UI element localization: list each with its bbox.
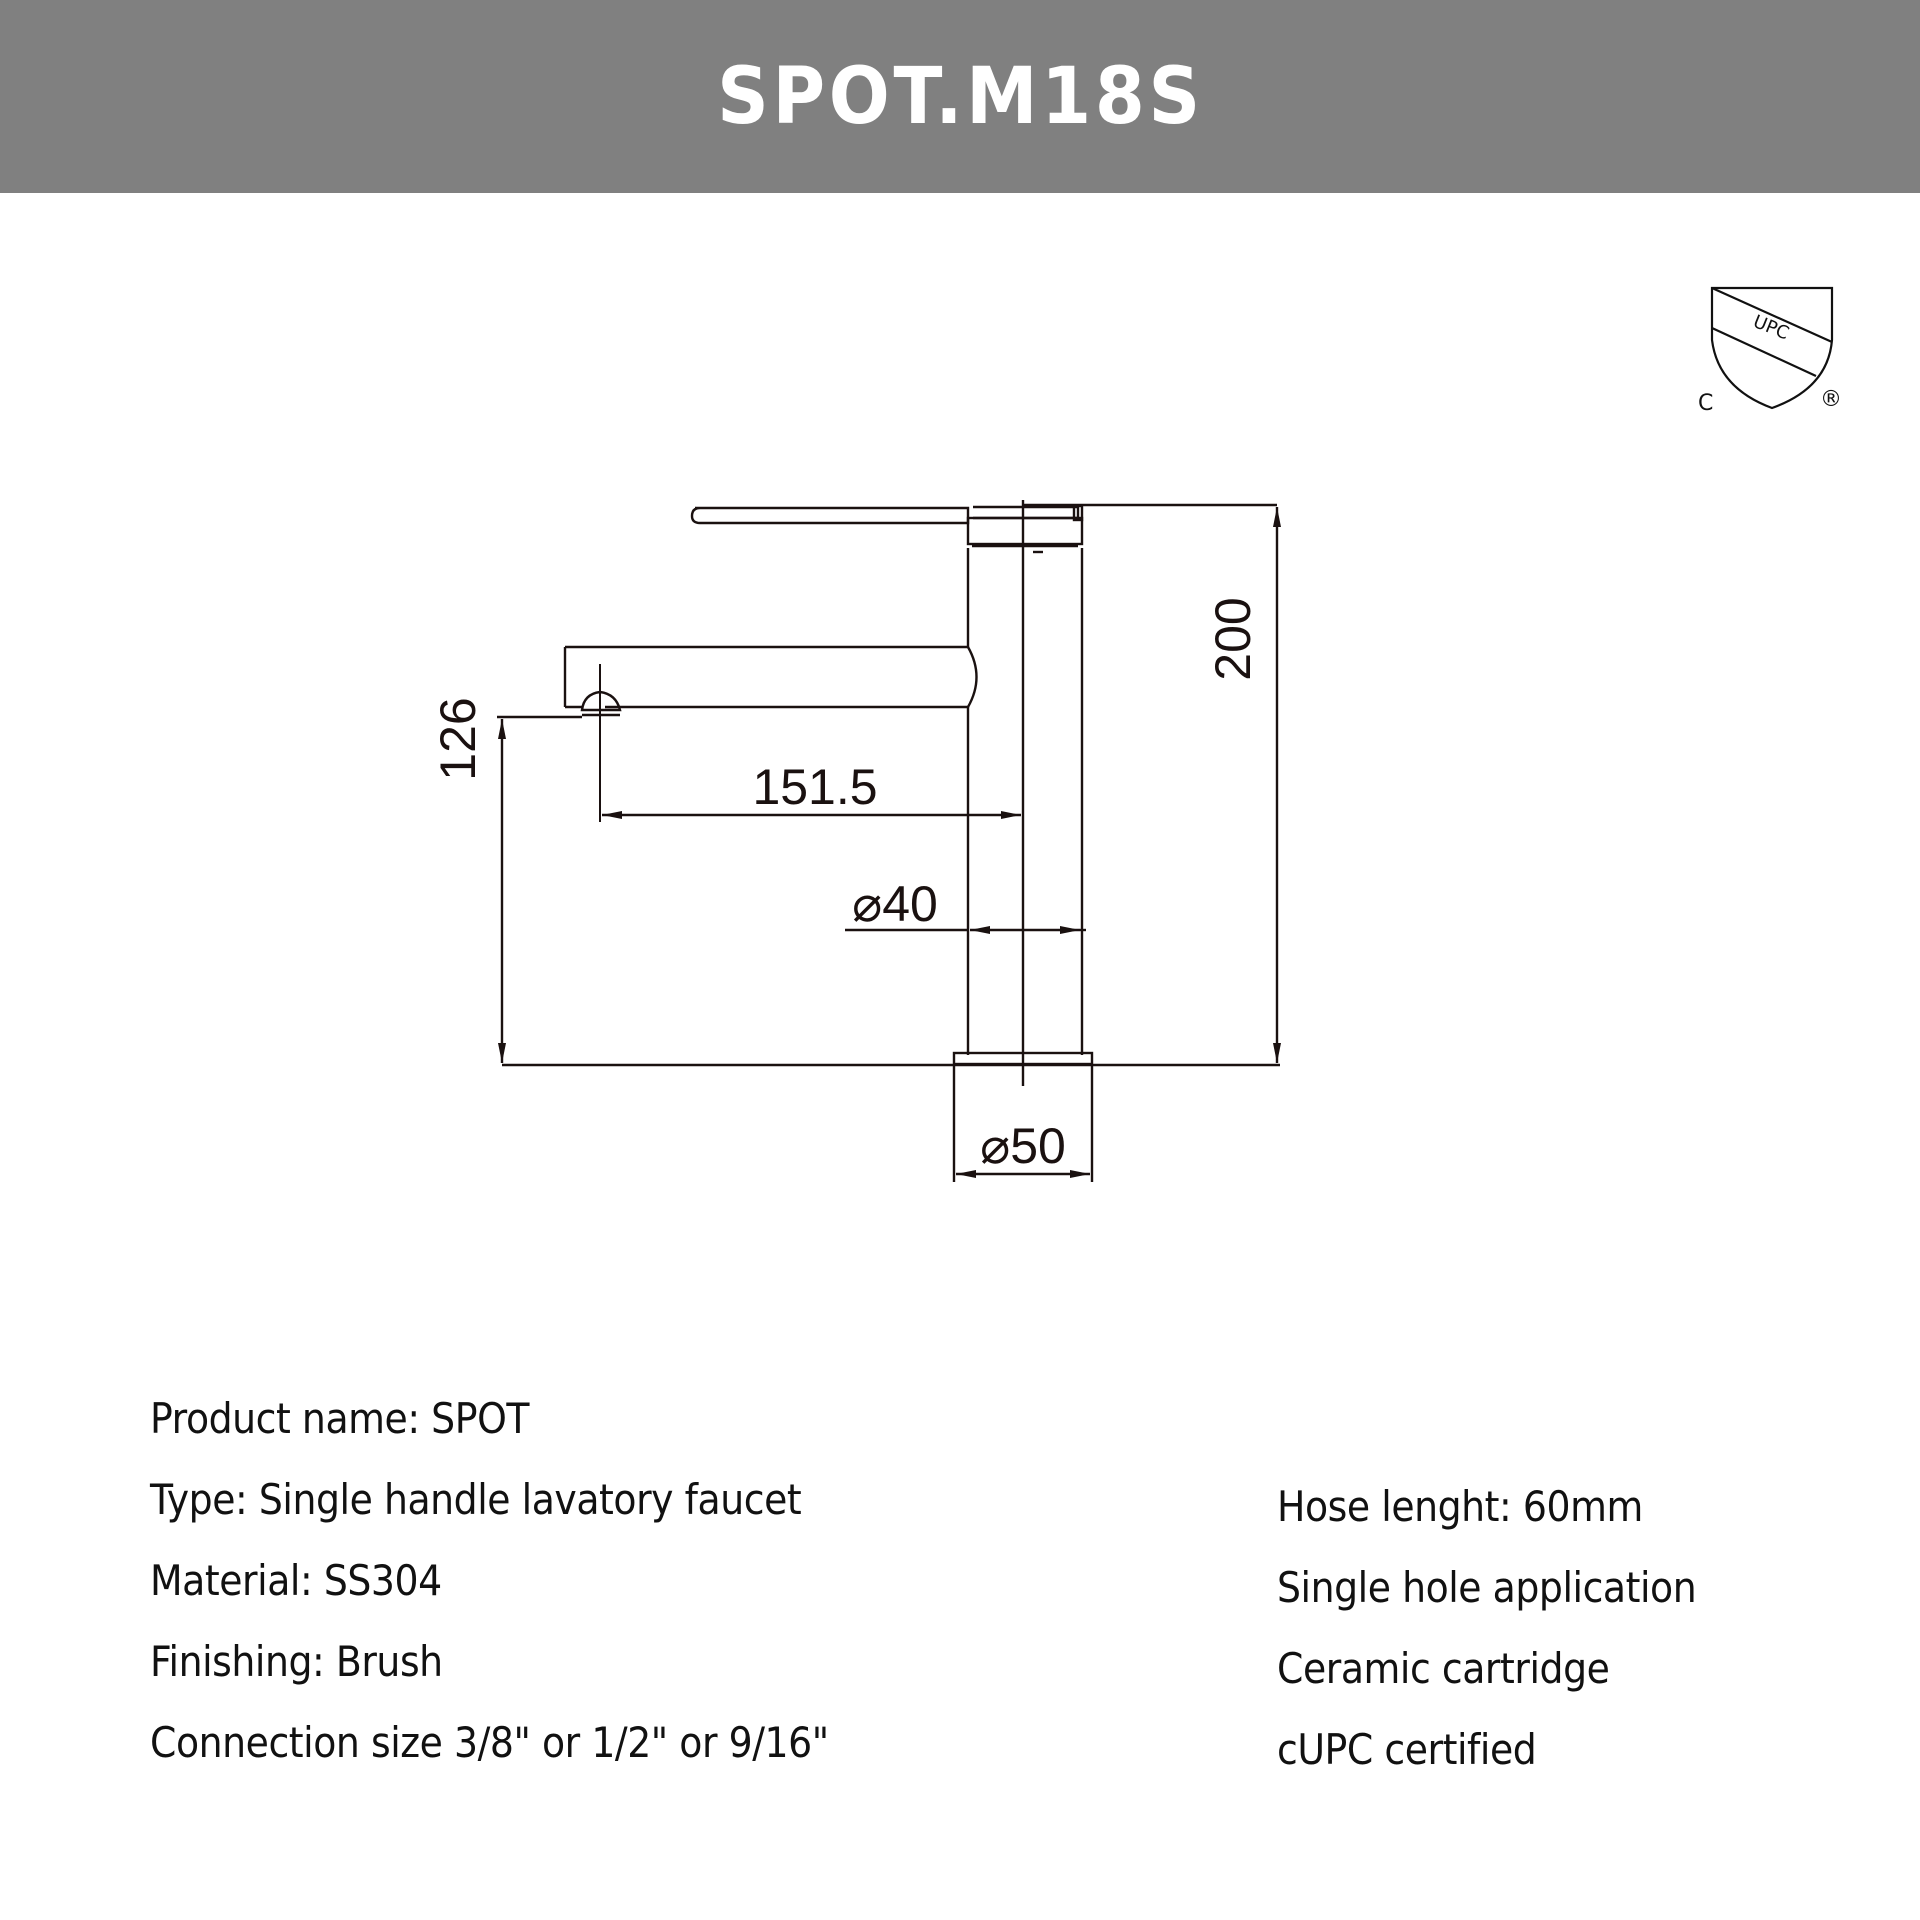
spec-single-hole: Single hole application xyxy=(1277,1563,1697,1612)
header-banner: SPOT.M18S xyxy=(0,0,1920,193)
cartridge-cap xyxy=(966,516,1084,548)
spec-ceramic-cartridge: Ceramic cartridge xyxy=(1277,1644,1610,1693)
specs-left-column: Product name: SPOT Type: Single handle l… xyxy=(150,1378,904,1783)
product-model-title: SPOT.M18S xyxy=(716,51,1204,142)
dim-label-body-diameter: ⌀40 xyxy=(852,876,938,932)
spec-material: Material: SS304 xyxy=(150,1556,442,1605)
spec-product-name: Product name: SPOT xyxy=(150,1394,530,1443)
dim-label-spout-height: 126 xyxy=(430,697,486,780)
dim-label-total-height: 200 xyxy=(1205,597,1261,680)
spec-type: Type: Single handle lavatory faucet xyxy=(150,1475,802,1524)
registered-mark: ® xyxy=(1820,387,1842,412)
cert-c-prefix: C xyxy=(1698,391,1713,416)
spec-connection-size: Connection size 3/8" or 1/2" or 9/16" xyxy=(150,1718,829,1767)
spout xyxy=(563,645,978,717)
handle-lever xyxy=(690,503,1277,525)
spec-finishing: Finishing: Brush xyxy=(150,1637,443,1686)
spec-hose-length: Hose lenght: 60mm xyxy=(1277,1482,1643,1531)
spec-cupc-certified: cUPC certified xyxy=(1277,1725,1537,1774)
specs-right-column: Hose lenght: 60mm Single hole applicatio… xyxy=(1277,1466,1743,1790)
dim-label-base-diameter: ⌀50 xyxy=(980,1118,1066,1174)
body-column xyxy=(966,548,1084,1055)
cupc-shield-icon: UPC C ® xyxy=(1698,286,1842,416)
dim-label-spout-reach: 151.5 xyxy=(752,759,877,815)
